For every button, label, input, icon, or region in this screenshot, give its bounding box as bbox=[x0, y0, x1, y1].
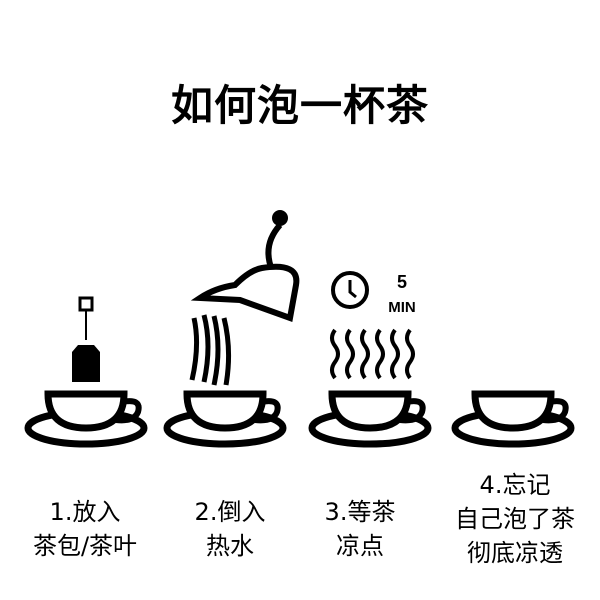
step-4-label: 4.忘记 自己泡了茶 彻底凉透 bbox=[440, 468, 590, 570]
step-3-label: 3.等茶 凉点 bbox=[300, 495, 420, 563]
step-4-line2: 自己泡了茶 bbox=[455, 505, 575, 533]
kettle-pouring-icon bbox=[189, 210, 300, 386]
cup-icon bbox=[28, 394, 144, 444]
step-1-line1: 1.放入 bbox=[49, 498, 121, 526]
steam-icon bbox=[330, 328, 415, 380]
page-title: 如何泡一杯茶 bbox=[170, 81, 429, 130]
step-4-line3: 彻底凉透 bbox=[467, 539, 563, 567]
cup-icon bbox=[455, 394, 571, 444]
step-2-label: 2.倒入 热水 bbox=[170, 495, 290, 563]
timer-unit: MIN bbox=[388, 299, 416, 316]
cup-icon bbox=[312, 394, 428, 444]
clock-icon bbox=[331, 271, 369, 309]
step-3-line1: 3.等茶 bbox=[324, 498, 396, 526]
step-1-label: 1.放入 茶包/茶叶 bbox=[25, 495, 145, 563]
cup-icon bbox=[167, 394, 283, 444]
timer-value: 5 bbox=[397, 272, 407, 292]
step-2-line2: 热水 bbox=[206, 532, 254, 560]
step-2-line1: 2.倒入 bbox=[194, 498, 266, 526]
step-3-line2: 凉点 bbox=[336, 532, 384, 560]
step-1-line2: 茶包/茶叶 bbox=[32, 532, 138, 560]
teabag-icon bbox=[72, 296, 100, 382]
step-4-line1: 4.忘记 bbox=[479, 471, 551, 499]
